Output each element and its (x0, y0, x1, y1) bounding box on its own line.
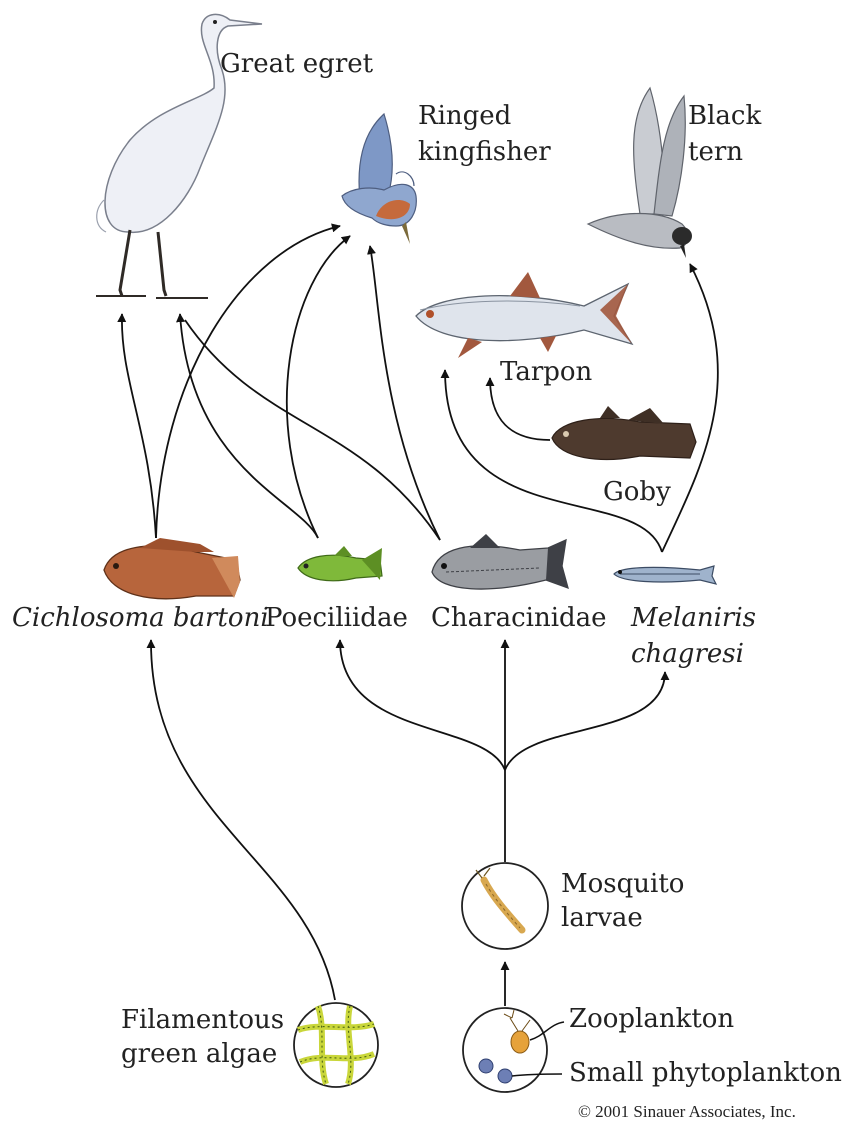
arrow-mosquito-to-melaniris (505, 672, 665, 770)
label-mosquito-line2: larvae (561, 903, 643, 933)
label-melaniris-line1: Melaniris (630, 603, 756, 633)
melaniris-illustration (614, 566, 716, 584)
goby-illustration (552, 406, 696, 459)
arrow-mosquito-to-poeciliidae (340, 640, 505, 770)
copyright-notice: © 2001 Sinauer Associates, Inc. (578, 1102, 796, 1121)
poeciliidae-illustration (298, 546, 382, 581)
characinidae-illustration (432, 534, 568, 589)
arrow-poeciliidae-to-egret (180, 314, 318, 538)
arrow-cichlosoma-to-kingfisher (156, 226, 340, 538)
arrow-melaniris-to-tern (662, 264, 718, 552)
cichlosoma-illustration (104, 538, 240, 599)
label-kingfisher-line1: Ringed (418, 101, 511, 131)
mosquito-larvae-illustration (462, 863, 548, 949)
arrow-goby-to-tarpon (490, 378, 550, 440)
label-phytoplankton: Small phytoplankton (569, 1058, 842, 1088)
ringed-kingfisher-illustration (342, 114, 416, 244)
label-characinidae: Characinidae (431, 603, 607, 633)
label-goby: Goby (603, 477, 671, 507)
label-zooplankton: Zooplankton (569, 1004, 734, 1034)
filamentous-algae-illustration (294, 1003, 378, 1087)
label-poeciliidae: Poeciliidae (265, 603, 408, 633)
label-melaniris-line2: chagresi (631, 639, 744, 669)
label-algae-line1: Filamentous (121, 1005, 284, 1035)
label-algae-line2: green algae (121, 1039, 277, 1069)
label-black-tern-line2: tern (688, 137, 743, 167)
black-tern-illustration (588, 88, 692, 258)
label-kingfisher-line2: kingfisher (418, 137, 551, 167)
arrow-characinidae-to-egret (185, 320, 440, 540)
arrow-poeciliidae-to-kingfisher (287, 236, 350, 538)
label-cichlosoma: Cichlosoma bartoni (12, 603, 269, 633)
arrow-algae-to-cichlosoma (151, 640, 335, 1000)
label-great-egret: Great egret (220, 49, 374, 79)
plankton-illustration (463, 1008, 547, 1092)
label-black-tern-line1: Black (688, 101, 761, 131)
tarpon-illustration (416, 272, 632, 358)
arrow-melaniris-to-tarpon (445, 370, 662, 552)
arrow-cichlosoma-to-egret (122, 314, 156, 538)
label-tarpon: Tarpon (500, 357, 593, 387)
label-mosquito-line1: Mosquito (561, 869, 684, 899)
